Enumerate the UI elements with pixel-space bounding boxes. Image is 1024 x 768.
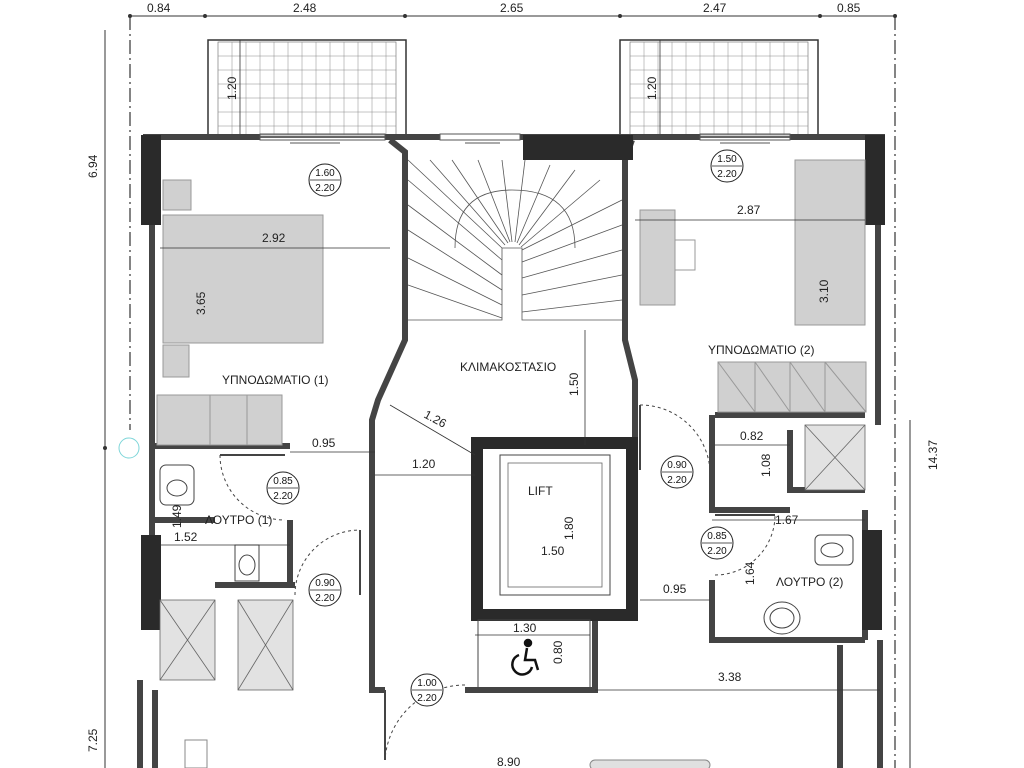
balcony-right-dim: 1.20: [645, 76, 659, 100]
door-swings: [219, 404, 776, 761]
top-dim-3: 2.65: [500, 1, 524, 15]
top-dim-2: 2.48: [293, 1, 317, 15]
top-dimension-line: 0.84 2.48 2.65 2.47 0.85: [128, 1, 897, 18]
door-tag-width: 0.90: [667, 460, 687, 471]
bath-fixtures: [159, 464, 854, 635]
dim-bottom-total: 8.90: [497, 755, 521, 768]
dim-bed1-width: 2.92: [262, 231, 286, 245]
door-tag: 0.90 2.20: [308, 573, 342, 607]
door-tag: 0.85 2.20: [266, 471, 300, 505]
bedroom1-furniture: [156, 179, 324, 446]
door-tag-height: 2.20: [315, 593, 335, 604]
door-tag-height: 2.20: [717, 169, 737, 180]
left-dim-upper: 6.94: [86, 154, 100, 178]
door-leaves: [220, 405, 775, 760]
top-dim-4: 2.47: [703, 1, 727, 15]
door-tag: 1.60 2.20: [308, 163, 342, 197]
shower-areas: [159, 424, 866, 691]
dim-closet-108: 1.08: [759, 453, 773, 477]
dim-acc-080: 0.80: [551, 640, 565, 664]
dim-bath2-167: 1.67: [775, 513, 799, 527]
bedroom2-furniture: [639, 159, 867, 413]
door-tag: 0.85 2.20: [700, 526, 734, 560]
room-label-stairwell: ΚΛΙΜΑΚΟΣΤΑΣΙΟ: [460, 360, 556, 374]
door-tag-height: 2.20: [417, 693, 437, 704]
balcony-left: 1.20: [207, 39, 407, 138]
door-tag-height: 2.20: [273, 491, 293, 502]
door-tag-width: 1.50: [717, 154, 737, 165]
top-dim-5: 0.85: [837, 1, 861, 15]
dim-corridor-095b: 0.95: [663, 582, 687, 596]
dim-bath1-149: 1.49: [170, 504, 184, 528]
room-label-bedroom2: ΥΠΝΟΔΩΜΑΤΙΟ (2): [708, 343, 815, 357]
door-tag-height: 2.20: [315, 183, 335, 194]
dim-bath2-164: 1.64: [743, 561, 757, 585]
accessible-zone: [477, 619, 591, 691]
dim-lift-180: 1.80: [562, 516, 576, 540]
dim-hall-338: 3.38: [718, 670, 742, 684]
columns: [141, 135, 885, 630]
bottom-fixture: [589, 759, 711, 768]
lift-shaft: [471, 437, 638, 621]
dim-bed2-depth: 3.10: [817, 279, 831, 303]
interior-dimension-lines: [160, 219, 880, 691]
right-dim: 14.37: [926, 440, 940, 470]
dim-bath1-152: 1.52: [174, 530, 198, 544]
wheelchair-icon: [511, 638, 540, 676]
windows: [259, 133, 791, 144]
door-tag-width: 0.85: [273, 476, 293, 487]
door-tag-width: 1.60: [315, 168, 335, 179]
door-tag-width: 1.00: [417, 678, 437, 689]
room-label-bath2: ΛΟΥΤΡΟ (2): [776, 575, 843, 589]
dim-acc-130: 1.30: [513, 621, 537, 635]
room-label-lift: LIFT: [528, 484, 553, 498]
door-tag-width: 0.90: [315, 578, 335, 589]
dim-corridor-120: 1.20: [412, 457, 436, 471]
room-label-bedroom1: ΥΠΝΟΔΩΜΑΤΙΟ (1): [222, 373, 329, 387]
dim-closet-082: 0.82: [740, 429, 764, 443]
door-tag-height: 2.20: [667, 475, 687, 486]
balcony-left-dim: 1.20: [225, 76, 239, 100]
dim-diag-126: 1.26: [422, 407, 449, 430]
door-tag: 1.00 2.20: [410, 673, 444, 707]
dim-bed1-depth: 3.65: [194, 291, 208, 315]
door-tag-height: 2.20: [707, 546, 727, 557]
dim-lift-150: 1.50: [541, 544, 565, 558]
door-tag: 1.50 2.20: [710, 149, 744, 183]
staircase: [407, 159, 623, 321]
door-tag: 0.90 2.20: [660, 455, 694, 489]
balcony-right: 1.20: [619, 39, 819, 138]
left-dim-lower: 7.25: [86, 728, 100, 752]
room-label-bath1: ΛΟΥΤΡΟ (1): [205, 513, 272, 527]
door-tag-width: 0.85: [707, 531, 727, 542]
dim-corridor-095a: 0.95: [312, 436, 336, 450]
dim-stair-150: 1.50: [567, 372, 581, 396]
dim-bed2-width: 2.87: [737, 203, 761, 217]
top-dim-1: 0.84: [147, 1, 171, 15]
